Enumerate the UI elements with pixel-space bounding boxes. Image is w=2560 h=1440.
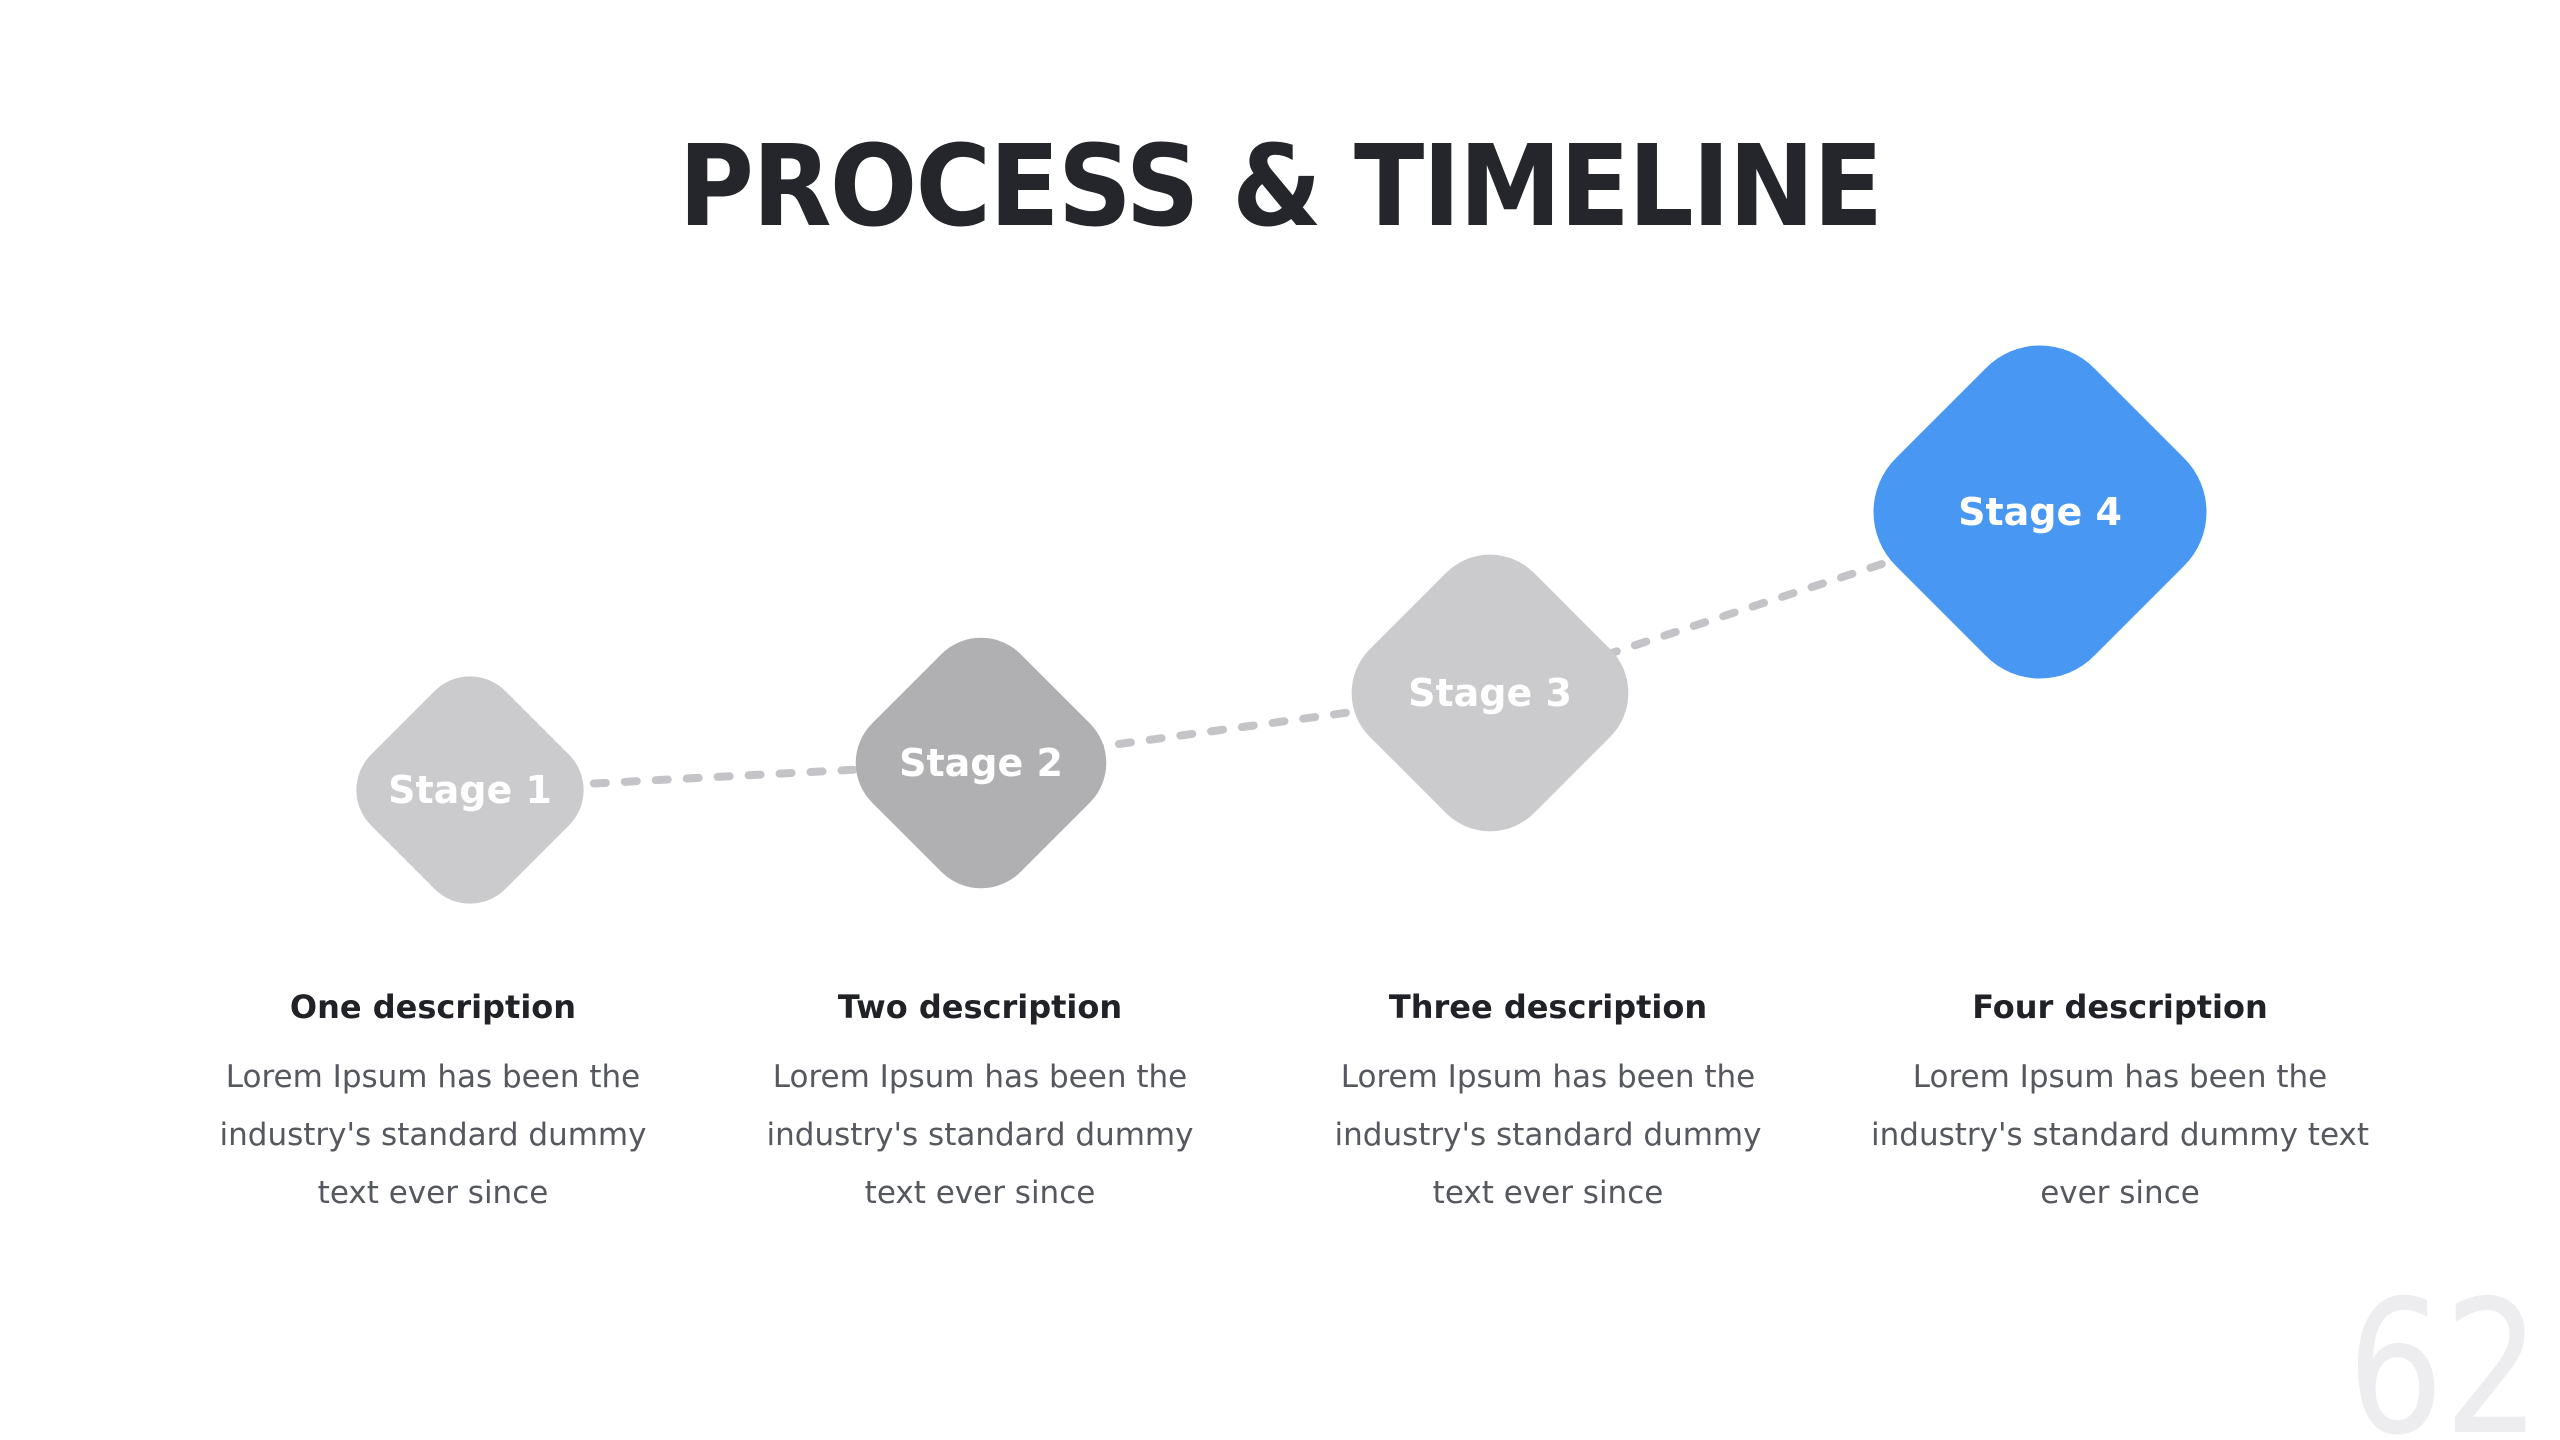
stage-4-diamond: Stage 4 (1842, 314, 2238, 710)
dashed-connector-line (466, 508, 2044, 794)
page-number: 62 (2346, 1260, 2540, 1440)
description-1-body: Lorem Ipsum has been the industry's stan… (219, 1059, 647, 1212)
stage-1-label: Stage 1 (388, 768, 552, 812)
description-column-4: Four description Lorem Ipsum has been th… (1860, 988, 2380, 1222)
description-column-1: One description Lorem Ipsum has been the… (216, 988, 650, 1222)
stage-3-label: Stage 3 (1408, 671, 1572, 715)
description-4-body: Lorem Ipsum has been the industry's stan… (1871, 1059, 2369, 1212)
stage-3-diamond: Stage 3 (1325, 528, 1655, 858)
description-1-heading: One description (289, 988, 577, 1026)
description-2-heading: Two description (837, 988, 1123, 1026)
description-column-2: Two description Lorem Ipsum has been the… (763, 988, 1197, 1222)
stage-2-label: Stage 2 (899, 741, 1063, 785)
page-title: PROCESS & TIMELINE (678, 122, 1884, 252)
stage-2-diamond: Stage 2 (832, 614, 1130, 912)
description-2-body: Lorem Ipsum has been the industry's stan… (766, 1059, 1194, 1212)
description-column-3: Three description Lorem Ipsum has been t… (1331, 988, 1765, 1222)
description-4-heading: Four description (1972, 988, 2268, 1026)
stage-1-diamond: Stage 1 (335, 655, 605, 925)
description-3-body: Lorem Ipsum has been the industry's stan… (1334, 1059, 1762, 1212)
stage-4-label: Stage 4 (1958, 490, 2122, 534)
description-3-heading: Three description (1388, 988, 1708, 1026)
